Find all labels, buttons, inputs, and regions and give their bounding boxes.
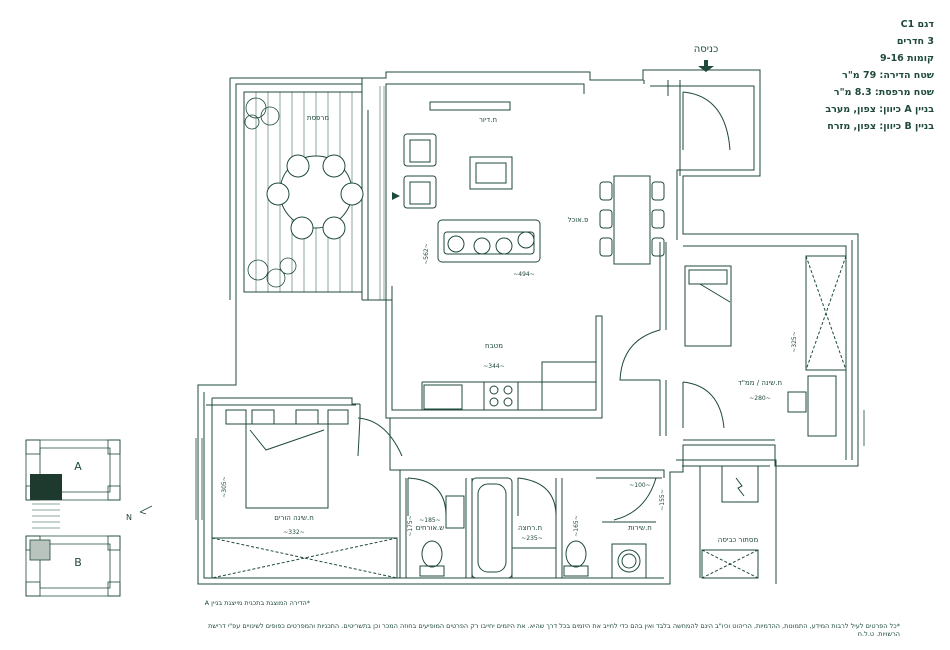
apartment-info: דגם C1 3 חדרים קומות 9-16 שטח הדירה: 79 … — [825, 16, 934, 135]
keyplan-highlight — [30, 474, 62, 500]
dim-bedroom2-width: ~280~ — [749, 395, 771, 402]
dim-service-height: ~155~ — [659, 489, 666, 511]
dim-living-width: ~494~ — [513, 271, 535, 278]
info-model: דגם C1 — [900, 19, 934, 30]
dim-bath-height: ~165~ — [573, 515, 580, 537]
info-rooms: 3 חדרים — [896, 36, 934, 47]
info-balcony-area: שטח מרפסת: 8.3 מ"ר — [833, 87, 934, 98]
info-area: שטח הדירה: 79 מ"ר — [842, 70, 934, 81]
room-label-balcony: מרפסת — [307, 114, 329, 122]
key-plan — [25, 439, 153, 597]
dim-master-height: ~305~ — [221, 476, 228, 498]
footnote-disclaimer: *כל הפרטים לעיל לרבות המידע, התמונות, הה… — [208, 622, 900, 638]
room-label-dining: פ.אוכל — [568, 216, 589, 224]
info-building-a: בניין A כיוון: צפון, מערב — [825, 104, 934, 115]
entrance-label: כניסה — [694, 44, 719, 55]
room-label-bath: ח.רחצה — [518, 524, 542, 532]
keyplan-label-b: B — [74, 556, 82, 569]
room-label-bedroom2: ח.שינה / ממ"ד — [738, 379, 782, 387]
room-label-service: ח.שירות — [628, 524, 652, 532]
room-label-kitchen: מטבח — [485, 342, 503, 350]
dim-service-width: ~100~ — [629, 482, 651, 489]
entrance-arrow-icon — [698, 60, 714, 72]
info-floors: קומות 9-16 — [880, 53, 934, 64]
dim-wc-height: ~175~ — [407, 515, 414, 537]
room-label-wc: ש.אורחים — [416, 524, 445, 532]
outer-wall — [197, 69, 859, 585]
dim-master-width: ~332~ — [283, 529, 305, 536]
electrical-panel-icon — [735, 477, 745, 497]
dim-living-height: ~562~ — [423, 243, 430, 265]
footnote-building: *הדירה המוצגת בתכנית מייצגת בניין A — [204, 599, 310, 607]
room-label-master: ח.שינה הורים — [274, 514, 314, 522]
info-building-b: בניין B כיוון: צפון, מזרח — [827, 121, 934, 132]
room-label-living: ח.דיור — [479, 116, 497, 124]
room-label-storage: מסתור כביסה — [718, 536, 759, 544]
dim-wc-width: ~185~ — [419, 517, 441, 524]
keyplan-label-a: A — [74, 460, 82, 473]
dim-kitchen-width: ~344~ — [483, 363, 505, 370]
dim-bedroom2-height: ~325~ — [791, 331, 798, 353]
dim-bath-width: ~235~ — [521, 535, 543, 542]
north-label: N — [126, 513, 132, 522]
